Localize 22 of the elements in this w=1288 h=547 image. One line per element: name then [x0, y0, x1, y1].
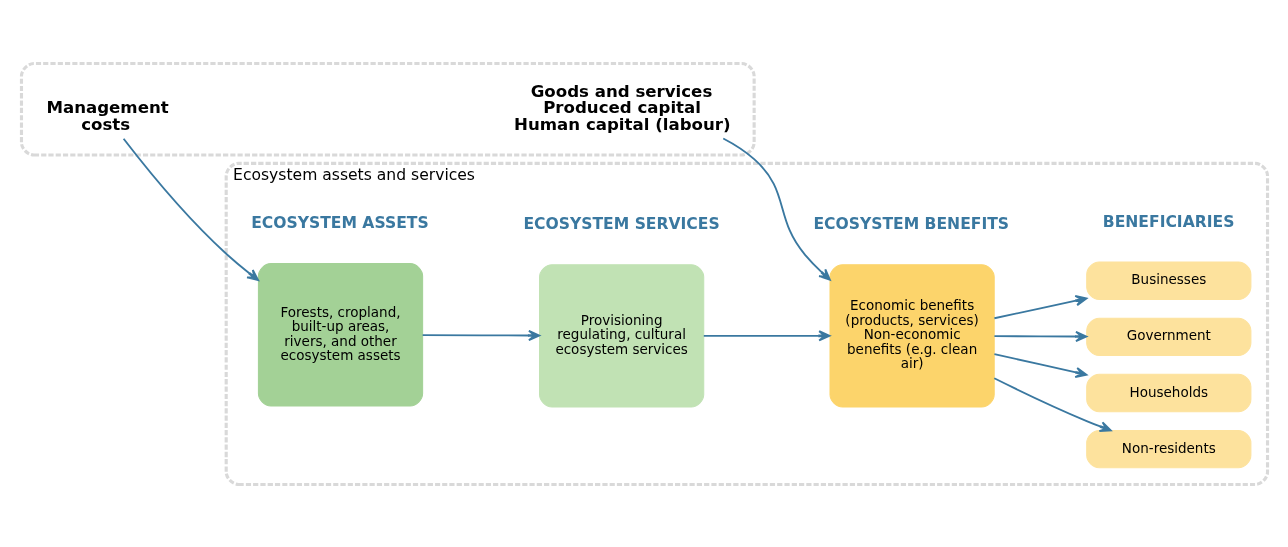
- arrow: [122, 137, 259, 281]
- label: BENEFICIARIES: [1102, 212, 1234, 231]
- node-box: Provisioning regulating, cultural ecosystem services: [538, 263, 704, 408]
- node-box: Non-residents: [1085, 429, 1251, 468]
- node-box: Government: [1085, 317, 1251, 356]
- node-box: Businesses: [1085, 261, 1251, 300]
- arrow: [992, 294, 1087, 319]
- arrow: [721, 137, 831, 281]
- node-box: Forests, cropland, built-up areas, rivers, and other ecosystem assets: [257, 262, 423, 406]
- node-box: Households: [1085, 373, 1251, 412]
- cluster: [19, 61, 756, 157]
- label: ECOSYSTEM BENEFITS: [812, 214, 1009, 233]
- node-box: Economic benefits (products, services) Non-economic benefits (e.g. clean air): [829, 263, 995, 408]
- arrow: [702, 329, 830, 341]
- arrow: [992, 330, 1087, 342]
- arrow: [992, 352, 1087, 378]
- arrow: [421, 329, 540, 341]
- node-text: Management costs: [45, 97, 169, 134]
- label: ECOSYSTEM SERVICES: [522, 214, 720, 233]
- label: ECOSYSTEM ASSETS: [250, 213, 429, 232]
- node-text: Goods and services Produced capital Human capital (labour): [513, 81, 731, 134]
- arrow: [992, 376, 1112, 432]
